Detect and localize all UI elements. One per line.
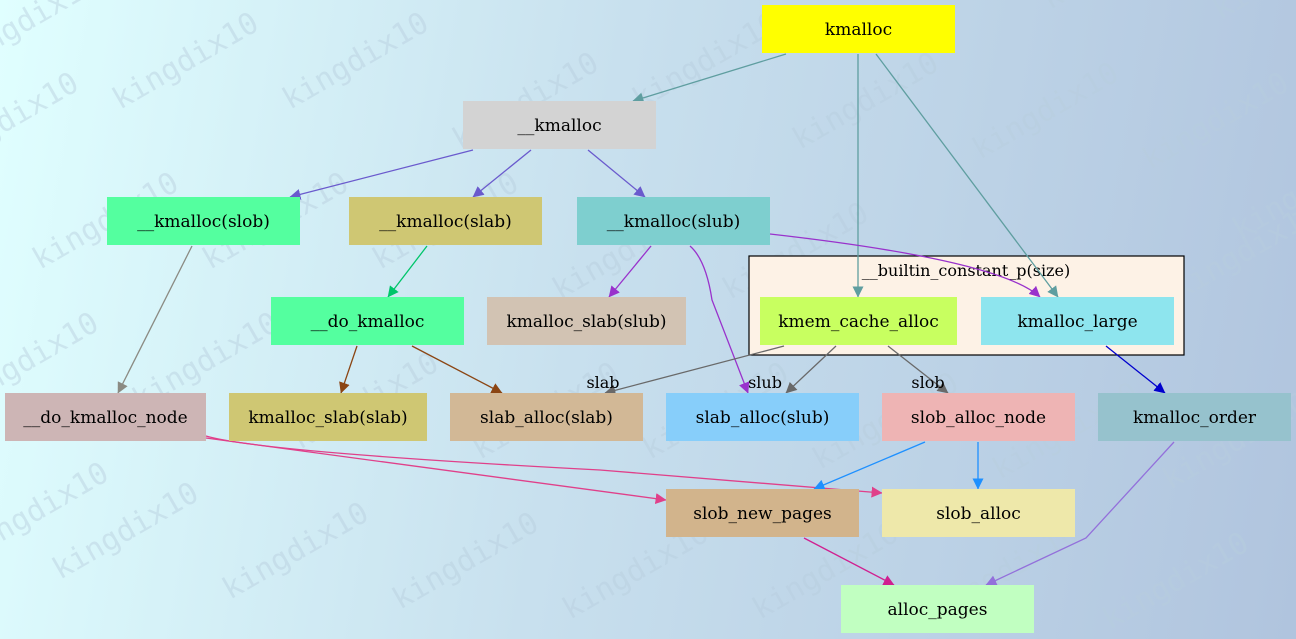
node-box: [107, 197, 300, 245]
edge-label-slob: slob: [911, 373, 944, 392]
edge-slob_alloc_node-to-slob_new_pages: [813, 441, 926, 490]
node-box: [666, 393, 859, 441]
watermark-text: kingdix10: [1137, 65, 1295, 177]
node-kmalloc_slab[interactable]: __kmalloc(slab): [349, 197, 542, 245]
node-label: __do_kmalloc: [311, 312, 425, 332]
node-box: [760, 297, 957, 345]
watermark-text: kingdix10: [0, 0, 105, 77]
node-box: [463, 101, 656, 149]
node-kmalloc_order[interactable]: kmalloc_order: [1098, 393, 1291, 441]
node-do_kmalloc_node[interactable]: __do_kmalloc_node: [5, 393, 206, 441]
edge-kmalloc_order-to-alloc_pages: [985, 441, 1175, 586]
edge-kmalloc-to-__kmalloc: [632, 53, 787, 104]
node-label: __do_kmalloc_node: [23, 408, 187, 428]
node-label: kmalloc_slab(slab): [248, 408, 407, 428]
edge-label-slab: slab: [586, 373, 619, 392]
node-label: __kmalloc(slub): [607, 212, 740, 232]
node-kmalloc_slob[interactable]: __kmalloc(slob): [107, 197, 300, 245]
node-box: [577, 197, 770, 245]
edges: [117, 53, 1175, 586]
edge-labels: slab slub slob: [586, 373, 944, 392]
node-kmalloc_slab_slub[interactable]: kmalloc_slab(slub): [487, 297, 686, 345]
node-kmalloc[interactable]: kmalloc: [762, 5, 955, 53]
node-label: __kmalloc(slob): [137, 212, 270, 232]
node-do_kmalloc[interactable]: __do_kmalloc: [271, 297, 464, 345]
node-label: kmalloc_order: [1133, 408, 1257, 428]
watermark-text: kingdix10: [1207, 0, 1296, 27]
edge-kmalloc_slob-to-do_kmalloc_node: [117, 245, 193, 394]
node-box: [666, 489, 859, 537]
edge-kmalloc_slub-to-kmalloc_slab_slub: [608, 245, 652, 298]
node-kmalloc_large[interactable]: kmalloc_large: [981, 297, 1174, 345]
watermark-text: kingdix10: [217, 495, 375, 607]
watermark-text: kingdix10: [967, 55, 1125, 167]
node-kmalloc_slub[interactable]: __kmalloc(slub): [577, 197, 770, 245]
node-box: [762, 5, 955, 53]
cluster-label: __builtin_constant_p(size): [862, 261, 1070, 280]
edge-slob_new_pages-to-alloc_pages: [803, 537, 895, 586]
node-slob_alloc_node[interactable]: slob_alloc_node: [882, 393, 1075, 441]
edge-__kmalloc-to-kmalloc_slub: [587, 149, 646, 198]
edge-do_kmalloc_node-to-slob_alloc: [205, 435, 883, 498]
node-slab_alloc_slub[interactable]: slab_alloc(slub): [666, 393, 859, 441]
watermark-text: kingdix10: [787, 45, 945, 157]
node-slob_new_pages[interactable]: slob_new_pages: [666, 489, 859, 537]
node-label: __kmalloc: [517, 116, 601, 136]
nodes: kmalloc __kmalloc __kmalloc(slob) __kmalloc…: [5, 5, 1291, 633]
node-box: [487, 297, 686, 345]
node-box: [349, 197, 542, 245]
node-label: slob_alloc_node: [911, 408, 1046, 428]
node-label: kmalloc_large: [1017, 312, 1137, 332]
node-box: [882, 489, 1075, 537]
edge-kmem_cache_alloc-to-slab_alloc_slab: [604, 345, 785, 396]
edge-kmem_cache_alloc-to-slab_alloc_slub: [785, 345, 837, 394]
watermark-text: kingdix10: [1037, 0, 1195, 17]
edge-__kmalloc-to-kmalloc_slob: [289, 149, 474, 200]
node-label: kmem_cache_alloc: [778, 312, 939, 332]
node-box: [271, 297, 464, 345]
watermark-text: kingdix10: [1097, 525, 1255, 637]
node-label: slob_new_pages: [693, 504, 832, 524]
node-label: kmalloc_slab(slub): [506, 312, 666, 332]
node-label: kmalloc: [825, 20, 892, 40]
node-kmalloc_slab_slab[interactable]: kmalloc_slab(slab): [229, 393, 427, 441]
node-label: __kmalloc(slab): [379, 212, 512, 232]
node-box: [841, 585, 1034, 633]
node-box: [1098, 393, 1291, 441]
watermark-text: kingdix10: [107, 5, 265, 117]
node-label: slab_alloc(slub): [696, 408, 830, 428]
edge-label-slub: slub: [748, 373, 782, 392]
node-kmem_cache_alloc[interactable]: kmem_cache_alloc: [760, 297, 957, 345]
edge-kmalloc_slub-to-slab_alloc_slub: [689, 245, 750, 394]
watermark-text: kingdix10: [277, 5, 435, 117]
node-slab_alloc_slab[interactable]: slab_alloc(slab): [450, 393, 643, 441]
edge-kmalloc_slab-to-do_kmalloc: [387, 245, 428, 298]
edge-kmalloc-to-kmalloc_large: [875, 53, 1059, 298]
edge-do_kmalloc-to-slab_alloc_slab: [411, 345, 503, 394]
edge-do_kmalloc-to-kmalloc_slab_slab: [339, 345, 358, 394]
node-label: slab_alloc(slab): [480, 408, 613, 428]
node-slob_alloc[interactable]: slob_alloc: [882, 489, 1075, 537]
watermark-text: kingdix10: [0, 65, 85, 177]
node-label: alloc_pages: [888, 600, 988, 620]
node-box: [450, 393, 643, 441]
node-label: slob_alloc: [936, 504, 1021, 524]
node-box: [981, 297, 1174, 345]
watermark-text: kingdix10: [387, 505, 545, 617]
node-box: [229, 393, 427, 441]
edge-kmem_cache_alloc-to-slob_alloc_node: [887, 345, 949, 394]
node-box: [5, 393, 206, 441]
edge-__kmalloc-to-kmalloc_slab: [472, 149, 532, 198]
node-box: [882, 393, 1075, 441]
edge-kmalloc_slub-to-kmalloc_large: [769, 233, 1041, 298]
node-__kmalloc[interactable]: __kmalloc: [463, 101, 656, 149]
node-alloc_pages[interactable]: alloc_pages: [841, 585, 1034, 633]
edge-kmalloc_large-to-kmalloc_order: [1105, 345, 1166, 394]
